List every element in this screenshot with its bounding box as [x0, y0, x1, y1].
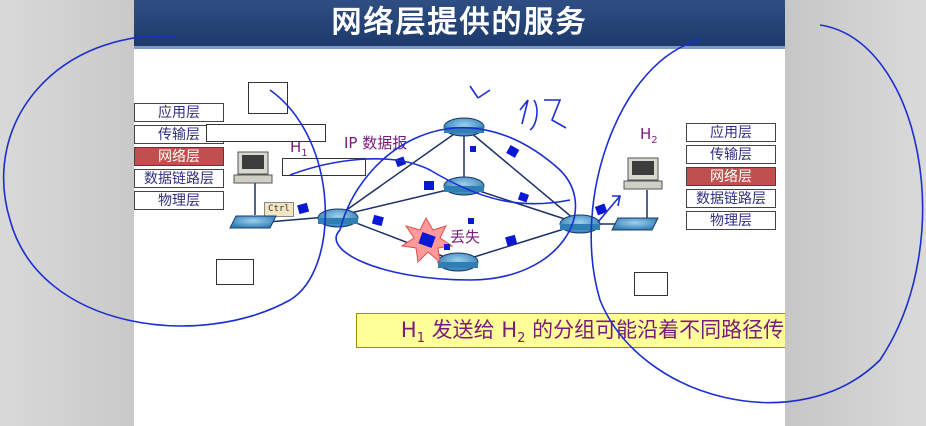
right-layer-transport: 传输层 [686, 145, 776, 164]
slide-canvas: 网络层提供的服务 应用层 传输层 网络层 数据链路层 物理层 应用层 传输层 网… [134, 0, 785, 426]
lost-label: 丢失 [450, 228, 481, 246]
router-r1 [317, 208, 359, 228]
title-divider [134, 46, 785, 49]
pen-arrow-right [597, 195, 621, 223]
right-layer-physical: 物理层 [686, 211, 776, 230]
pen-path-middle [289, 158, 571, 205]
switch-left [229, 215, 277, 229]
slide-caption: H1 发送给 H2 的分组可能沿着不同路径传送 [356, 313, 785, 348]
host-h1-label: H1 [290, 138, 308, 159]
router-r4 [437, 252, 479, 272]
pen-annotations [2, 24, 924, 404]
ctrl-key: Ctrl [264, 202, 294, 217]
packet-loss-burst-icon [400, 216, 454, 264]
header-strip-top [206, 124, 326, 142]
pen-arrow-top [469, 85, 491, 99]
host-h1-computer [233, 151, 273, 184]
empty-box-bottom-right [634, 272, 668, 296]
right-layer-network: 网络层 [686, 167, 776, 186]
right-layer-application: 应用层 [686, 123, 776, 142]
left-layer-physical: 物理层 [134, 191, 224, 210]
empty-box-bottom-left [216, 259, 254, 285]
left-layer-network: 网络层 [134, 147, 224, 166]
pen-circle-right [590, 24, 924, 404]
right-layer-datalink: 数据链路层 [686, 189, 776, 208]
host-h2-label: H2 [640, 125, 658, 146]
left-layer-datalink: 数据链路层 [134, 169, 224, 188]
pen-text-scribble [519, 99, 567, 131]
ip-datagram-label: IP 数据报 [344, 134, 408, 152]
router-r3 [443, 176, 485, 196]
router-r5 [559, 214, 601, 234]
header-strip-bottom [282, 158, 366, 176]
pen-path-loop [335, 127, 577, 281]
pen-circle-left [2, 35, 327, 327]
right-gutter [785, 0, 926, 426]
left-gutter [0, 0, 134, 426]
packets [297, 145, 608, 250]
empty-box-top-left [248, 82, 288, 114]
left-layer-transport: 传输层 [134, 125, 224, 144]
slide-title: 网络层提供的服务 [134, 0, 785, 46]
left-layer-application: 应用层 [134, 103, 224, 122]
host-h2-computer [623, 157, 663, 190]
switch-right [611, 217, 659, 231]
